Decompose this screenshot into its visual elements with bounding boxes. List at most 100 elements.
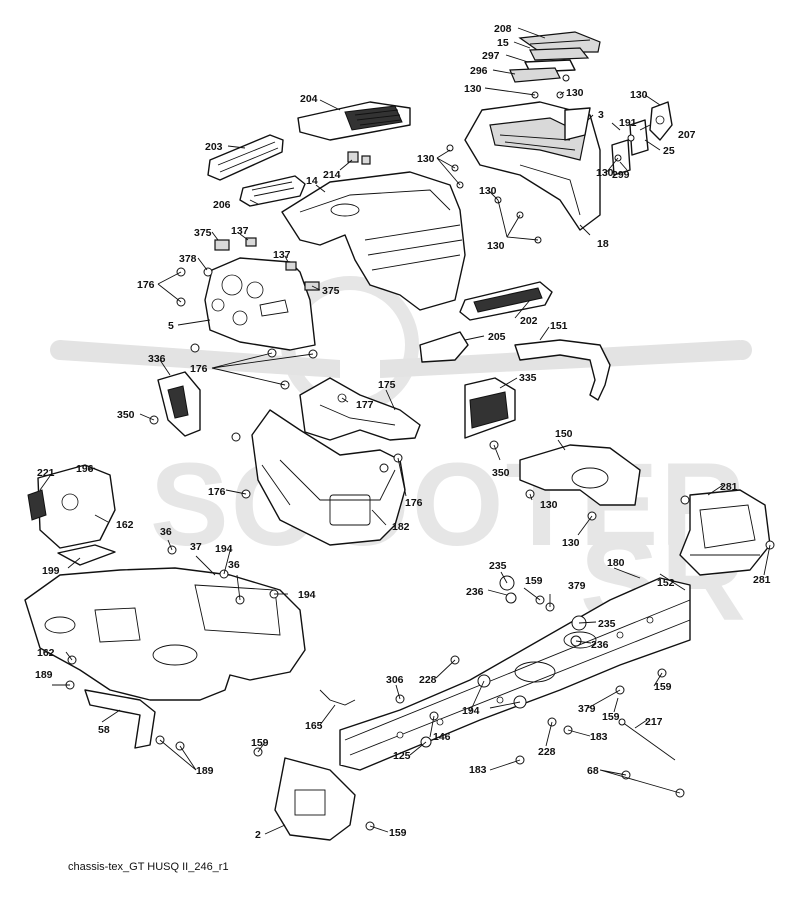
callout-183-b: 183 (469, 764, 487, 776)
callout-182: 182 (392, 521, 410, 533)
callout-350-b: 350 (492, 467, 510, 479)
callout-204: 204 (300, 93, 318, 105)
callout-299: 299 (612, 169, 630, 181)
callout-176-b: 176 (190, 363, 208, 375)
callout-203: 203 (205, 141, 223, 153)
callout-202: 202 (520, 315, 538, 327)
callout-281-a: 281 (720, 481, 738, 493)
part-205-panel (419, 331, 469, 363)
callout-137-a: 137 (231, 225, 249, 237)
callout-379-a: 379 (568, 580, 586, 592)
callout-150: 150 (555, 428, 573, 440)
part-5-dashboard (204, 257, 316, 351)
callout-162-b: 162 (37, 647, 55, 659)
part-281-bracket (679, 489, 771, 576)
part-203-panel (207, 134, 284, 181)
callout-208: 208 (494, 23, 512, 35)
callout-2: 2 (255, 829, 261, 841)
callout-25: 25 (663, 145, 675, 157)
callout-36-b: 36 (228, 559, 240, 571)
callout-175: 175 (378, 379, 396, 391)
callout-296: 296 (470, 65, 488, 77)
callout-194-a: 194 (215, 543, 233, 555)
part-58-bracket (84, 689, 156, 749)
part-335-side-panel (464, 377, 516, 439)
part-150-plate (519, 444, 641, 506)
callout-125: 125 (393, 750, 411, 762)
part-180-frame (339, 577, 691, 771)
callout-68: 68 (587, 765, 599, 777)
callout-297: 297 (482, 50, 500, 62)
callout-189-b: 189 (196, 765, 214, 777)
part-3-hood (464, 101, 601, 231)
callout-214: 214 (323, 169, 341, 181)
part-37-footrest (24, 567, 306, 701)
callout-58: 58 (98, 724, 110, 736)
part-199-plate (57, 544, 116, 566)
callout-228-b: 228 (538, 746, 556, 758)
callout-37: 37 (190, 541, 202, 553)
callout-350-a: 350 (117, 409, 135, 421)
callout-176-c: 176 (208, 486, 226, 498)
part-2-front-plate (274, 757, 356, 841)
callout-137-b: 137 (273, 249, 291, 261)
callout-130-e: 130 (596, 167, 614, 179)
callout-labels: 208 15 297 296 130 130 204 3 130 191 207… (35, 23, 771, 841)
callout-378: 378 (179, 253, 197, 265)
callout-183-a: 183 (590, 731, 608, 743)
callout-3: 3 (598, 109, 604, 121)
callout-191: 191 (619, 117, 637, 129)
callout-130-c: 130 (630, 89, 648, 101)
callout-159-a: 159 (525, 575, 543, 587)
callout-207: 207 (678, 129, 696, 141)
callout-159-e: 159 (389, 827, 407, 839)
callout-162-a: 162 (116, 519, 134, 531)
part-202-grille (459, 281, 553, 321)
callout-335: 335 (519, 372, 537, 384)
leader-lines (39, 27, 771, 835)
callout-306: 306 (386, 674, 404, 686)
callout-151: 151 (550, 320, 568, 332)
callout-5: 5 (168, 320, 174, 332)
callout-217: 217 (645, 716, 663, 728)
callout-130-b: 130 (566, 87, 584, 99)
callout-235-a: 235 (489, 560, 507, 572)
callout-199: 199 (42, 565, 60, 577)
callout-159-b: 159 (654, 681, 672, 693)
part-151-bracket (514, 339, 611, 401)
part-206-panel (239, 175, 306, 207)
diagram-caption: chassis-tex_GT HUSQ II_246_r1 (68, 861, 229, 873)
callout-36-a: 36 (160, 526, 172, 538)
callout-221: 221 (37, 467, 55, 479)
callout-130-a: 130 (464, 83, 482, 95)
callout-236-a: 236 (466, 586, 484, 598)
callout-146: 146 (433, 731, 451, 743)
callout-236-b: 236 (591, 639, 609, 651)
callout-176-d: 176 (405, 497, 423, 509)
callout-180: 180 (607, 557, 625, 569)
part-137-clip-2 (285, 261, 297, 271)
part-217-rod (618, 718, 676, 761)
watermark-text: SCOOTER (150, 439, 748, 571)
part-14-hood-body (281, 171, 466, 311)
callout-130-d: 130 (417, 153, 435, 165)
part-137-clip (245, 237, 257, 247)
callout-205: 205 (488, 331, 506, 343)
callout-177: 177 (356, 399, 374, 411)
callout-379-b: 379 (578, 703, 596, 715)
callout-15: 15 (497, 37, 509, 49)
callout-18: 18 (597, 238, 609, 250)
callout-235-b: 235 (598, 618, 616, 630)
part-165-rod (319, 689, 356, 706)
callout-159-d: 159 (251, 737, 269, 749)
callout-130-f: 130 (479, 185, 497, 197)
part-375-pad (214, 239, 230, 251)
callout-130-h: 130 (540, 499, 558, 511)
callout-130-i: 130 (562, 537, 580, 549)
callout-130-g: 130 (487, 240, 505, 252)
part-204-panel (297, 101, 411, 141)
callout-196: 196 (76, 463, 94, 475)
part-296-bracket (509, 67, 561, 83)
part-15-trim (529, 47, 590, 61)
callout-165: 165 (305, 720, 323, 732)
